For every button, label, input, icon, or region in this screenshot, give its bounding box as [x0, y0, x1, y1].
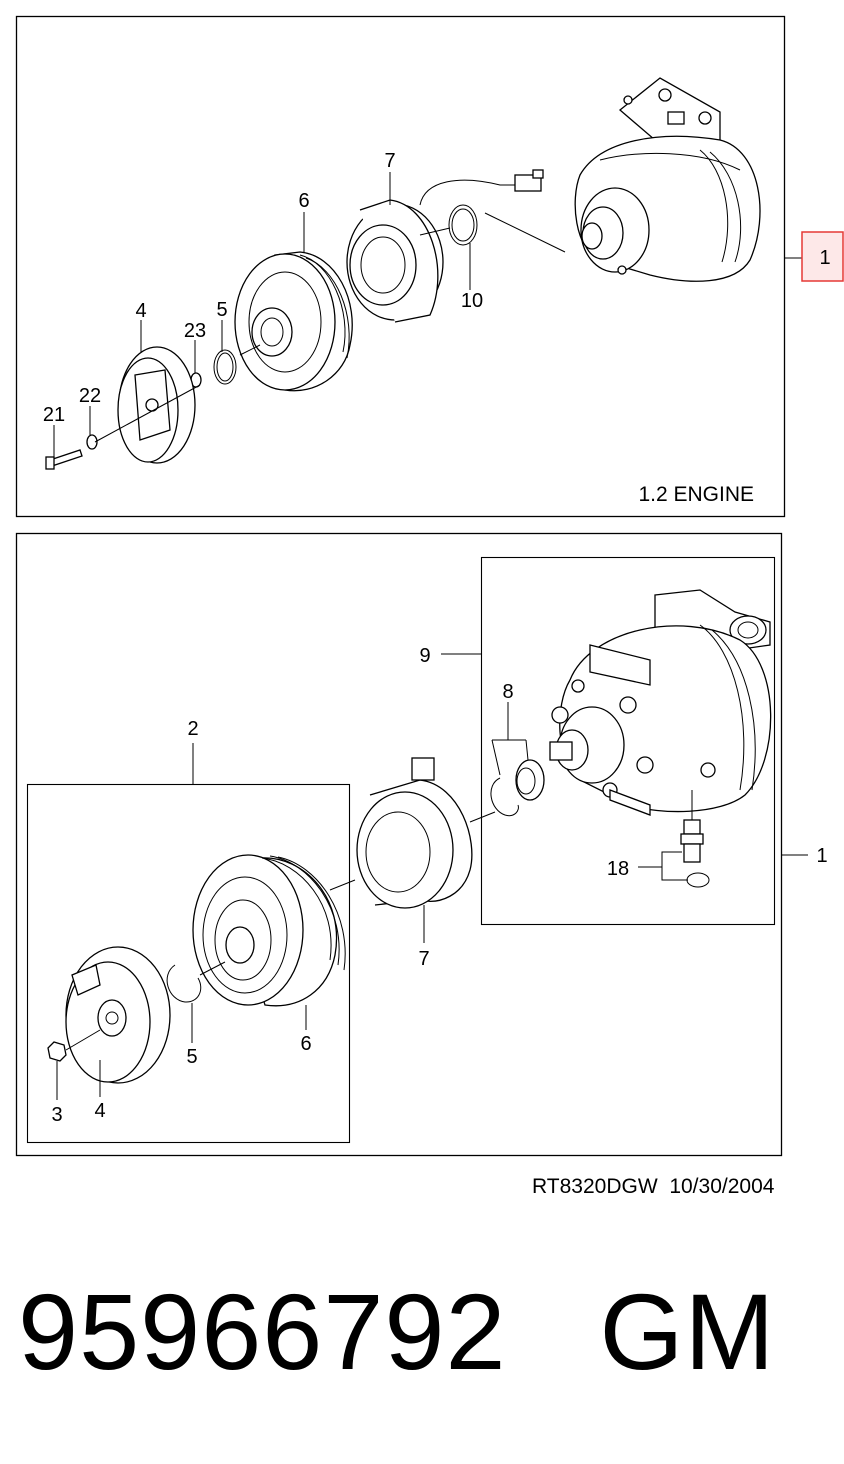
washer-top: [86, 434, 98, 450]
callout-3-bottom: 3: [51, 1104, 62, 1126]
drawing-reference: RT8320DGW 10/30/2004: [532, 1175, 774, 1199]
pulley-top: [234, 251, 353, 392]
engine-caption: 1.2 ENGINE: [638, 483, 754, 506]
relief-valve: [680, 819, 710, 888]
coil-bottom: [356, 757, 473, 909]
callout-4-top: 4: [135, 300, 146, 322]
callout-9-bottom: 9: [419, 645, 430, 667]
snap-ring-5-top: [213, 349, 237, 385]
part-number-banner: 95966792 GM: [18, 1278, 776, 1386]
bottom-panel-frame: [15, 532, 783, 1157]
brand-name: GM: [599, 1271, 776, 1392]
callout-18-bottom: 18: [607, 858, 629, 880]
armature-plate-bottom: [65, 946, 171, 1084]
top-panel-frame: [15, 15, 786, 518]
coil-top: [346, 199, 444, 323]
callout-22-top: 22: [79, 385, 101, 407]
callout-8-bottom: 8: [502, 681, 513, 703]
shaft-seal: [515, 759, 545, 801]
pulley-bottom: [192, 854, 346, 1007]
callout-6-bottom: 6: [300, 1033, 311, 1055]
callout-21-top: 21: [43, 404, 65, 426]
drawing-date: 10/30/2004: [669, 1175, 775, 1198]
nut-bottom: [47, 1041, 67, 1062]
snap-ring-top: [448, 204, 478, 246]
snap-ring-8: [490, 777, 519, 817]
snap-ring-5-bottom: [166, 964, 202, 1003]
highlight-callout-1-box[interactable]: [801, 231, 844, 282]
callout-7-bottom: 7: [418, 948, 429, 970]
drawing-code: RT8320DGW: [532, 1175, 658, 1198]
compressor-top: [574, 77, 761, 282]
callout-6-top: 6: [298, 190, 309, 212]
compressor-bottom: [549, 589, 772, 816]
part-number: 95966792: [18, 1271, 507, 1392]
bolt-top: [49, 449, 83, 467]
callout-5-bottom: 5: [186, 1046, 197, 1068]
callout-10-top: 10: [461, 290, 483, 312]
callout-2-bottom: 2: [187, 718, 198, 740]
wire-top: [419, 179, 515, 206]
callout-1-bottom: 1: [816, 845, 827, 867]
callout-23-top: 23: [184, 320, 206, 342]
compressor-assembly-box: [480, 556, 776, 926]
callout-4-bottom: 4: [94, 1100, 105, 1122]
callout-7-top: 7: [384, 150, 395, 172]
connector-top: [514, 174, 542, 192]
callout-5-top: 5: [216, 299, 227, 321]
callout-1-top: 1: [819, 247, 830, 269]
clutch-assembly-box: [26, 783, 351, 1144]
armature-plate-top: [117, 346, 196, 464]
